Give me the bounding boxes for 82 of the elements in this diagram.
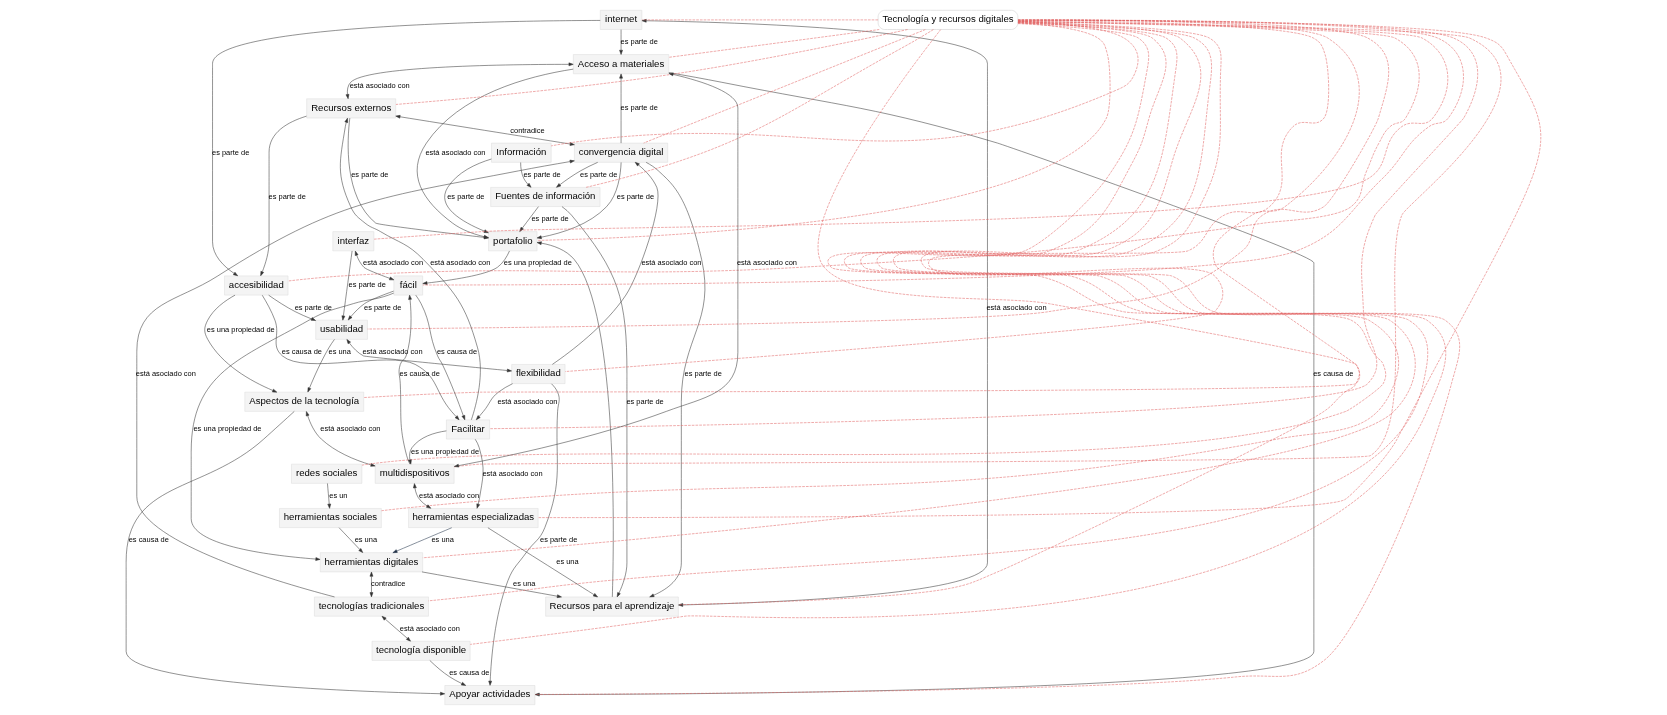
arrow [398,294,412,465]
node-box: Recursos externos [306,98,396,119]
arrow [369,571,374,598]
arrow [305,411,376,467]
node-box: interfaz [332,231,375,252]
connector [585,29,934,188]
arrow [136,159,575,598]
node-box: usabilidad [315,319,368,340]
arrow [262,294,460,421]
node-box: Fuentes de información [490,187,601,207]
arrow [422,250,510,285]
node-box: redes sociales [291,463,363,484]
arrow [413,483,432,509]
arrow [190,292,394,561]
node-box: portafolio [488,231,538,252]
connector [643,29,926,144]
node-box: Aspectos de la tecnología [244,391,364,412]
arrow [268,294,316,321]
connector [550,21,1139,147]
connector [367,19,1389,330]
node-box: multidispositivos [374,463,455,484]
arrow [488,383,560,686]
arrow [519,206,539,232]
node-box: flexibilidad [511,364,566,384]
node-box: tecnología disponible [371,640,471,661]
arrow [536,162,622,239]
arrow [327,483,331,509]
node-box: accesibilidad [224,275,289,296]
node-box: Acceso a materiales [573,54,670,75]
node-box: herramientas digitales [320,552,423,573]
connector [287,21,1420,282]
arrow [641,19,988,607]
arrow [260,115,307,277]
arrow [345,62,574,99]
connector [395,29,908,105]
node-box: Apoyar actividades [444,685,536,705]
arrow [561,206,628,598]
arrow [340,117,481,421]
arrow [454,72,739,468]
node-box: Información [491,142,552,163]
arrow [645,162,706,598]
node-box: internet [600,10,643,30]
connector [678,29,1360,606]
node-box: Facilitar [446,419,490,440]
arrow [429,660,467,686]
arrow [619,73,623,144]
arrow [395,115,575,146]
arrow [307,339,335,393]
arrow [346,339,512,373]
arrow [476,383,513,420]
node-box: herramientas especializadas [408,508,539,528]
arrow [556,162,598,188]
arrow [354,250,395,281]
connector [668,29,880,58]
arrow [408,430,447,465]
arrow [341,250,353,321]
arrow [204,294,278,393]
arrow [444,158,492,233]
connector [641,19,879,21]
node-box: fácil [393,275,423,296]
connector [363,19,1361,398]
node-box: Tecnología y recursos digitales [877,9,1019,30]
node-box: herramientas sociales [279,508,382,528]
arrow [347,290,394,321]
arrow [536,241,614,598]
arrow [125,411,445,696]
arrow [474,438,484,509]
arrow [338,527,364,553]
connector [538,19,1541,518]
arrow [381,616,411,642]
arrow [487,527,598,598]
connector [422,19,1464,286]
arrow [534,72,1315,697]
arrow [421,571,562,598]
arrow [392,527,452,553]
arrow [619,29,623,55]
arrow [552,162,659,365]
arrow [520,162,532,188]
node-box: convergencia digital [574,142,668,163]
arrow [415,294,466,421]
connector [565,20,1329,372]
node-box: tecnologías tradicionales [314,596,429,617]
